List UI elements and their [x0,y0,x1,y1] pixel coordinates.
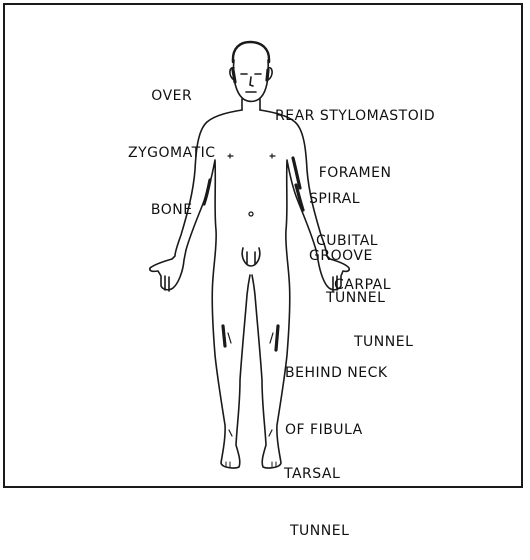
zygomatic-mark [233,70,235,82]
navel [249,212,253,216]
label-line: REAR STYLOMASTOID [275,107,435,126]
knee-marks [228,333,273,343]
stylomastoid-mark [267,70,268,80]
left-fingers [165,276,169,291]
label-line: OVER [128,87,216,106]
label-tarsal-tunnel: TARSAL TUNNEL [284,427,349,560]
toe-lines [226,462,276,467]
genitals [242,248,260,266]
label-line: TARSAL [284,465,349,484]
label-line: BEHIND NECK [285,364,388,383]
fibula-mark-left [223,326,225,346]
fibula-mark-right [276,326,278,350]
label-line: TUNNEL [284,522,349,541]
hair [233,42,269,62]
label-line: BONE [128,201,216,220]
label-line: CARPAL [334,276,413,295]
body-outline-figure [0,0,530,495]
label-line: ZYGOMATIC [128,144,216,163]
left-nipple [228,154,233,158]
label-over-zygomatic-bone: OVER ZYGOMATIC BONE [128,49,216,239]
nose [250,77,253,86]
